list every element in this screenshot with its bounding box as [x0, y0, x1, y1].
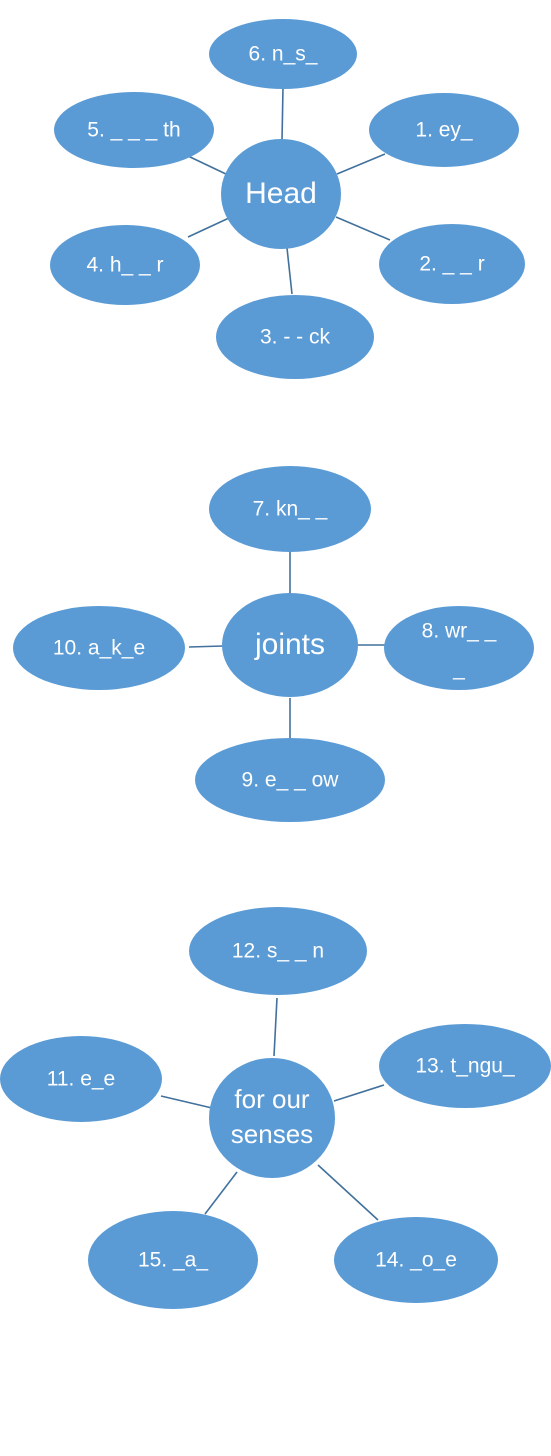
node-senses-12: 12. s_ _ n [189, 907, 367, 995]
node-joints-10: 10. a_k_e [13, 606, 185, 690]
node-label-wrap: _ [452, 658, 465, 681]
hub-senses: for our senses [209, 1058, 335, 1178]
mind-map-senses: 12. s_ _ n 11. e_e 13. t_ngu_ 15. _a_ 14… [0, 907, 551, 1309]
node-joints-8: 8. wr_ _ _ [384, 606, 534, 690]
hub-label: joints [254, 628, 325, 661]
node-label: 3. - - ck [260, 326, 331, 349]
node-joints-7: 7. kn_ _ [209, 466, 371, 552]
node-label: 4. h_ _ r [86, 254, 163, 277]
node-label: 1. ey_ [415, 119, 473, 142]
node-senses-14: 14. _o_e [334, 1217, 498, 1303]
node-head-4: 4. h_ _ r [50, 225, 200, 305]
node-senses-13: 13. t_ngu_ [379, 1024, 551, 1108]
node-label: 6. n_s_ [249, 43, 318, 66]
node-label: 12. s_ _ n [232, 940, 324, 963]
node-label: 15. _a_ [138, 1249, 208, 1272]
node-head-3: 3. - - ck [216, 295, 374, 379]
connector-senses-12 [273, 997, 278, 1057]
connector-head-5 [187, 155, 229, 176]
node-head-2: 2. _ _ r [379, 224, 525, 304]
node-joints-9: 9. e_ _ ow [195, 738, 385, 822]
node-label: 5. _ _ _ th [87, 119, 180, 142]
node-head-6: 6. n_s_ [209, 19, 357, 89]
connector-head-1 [336, 153, 386, 175]
mind-map-head: 6. n_s_ 5. _ _ _ th 1. ey_ 4. h_ _ r 2. … [50, 19, 525, 379]
hub-head: Head [221, 139, 341, 249]
connector-senses-14 [317, 1164, 379, 1221]
node-head-1: 1. ey_ [369, 93, 519, 167]
node-label: 13. t_ngu_ [415, 1055, 515, 1078]
connector-head-2 [335, 216, 391, 241]
connector-senses-13 [333, 1084, 385, 1102]
hub-joints: joints [222, 593, 358, 697]
node-label: 10. a_k_e [53, 637, 145, 660]
node-head-5: 5. _ _ _ th [54, 92, 214, 168]
node-senses-15: 15. _a_ [88, 1211, 258, 1309]
node-label: 7. kn_ _ [253, 498, 328, 521]
connector-joints-10 [188, 645, 224, 648]
connector-head-4 [187, 217, 230, 238]
connector-head-3 [286, 247, 293, 295]
mind-map-joints: 7. kn_ _ 10. a_k_e 8. wr_ _ _ 9. e_ _ ow… [13, 466, 534, 822]
hub-label: Head [245, 177, 317, 210]
hub-label-line-1: for our [234, 1084, 309, 1114]
hub-label-line-2: senses [231, 1119, 313, 1149]
connector-senses-11 [160, 1095, 213, 1109]
node-label: 14. _o_e [375, 1249, 457, 1272]
connector-head-6 [281, 87, 284, 141]
node-label: 9. e_ _ ow [242, 769, 340, 792]
node-label: 11. e_e [47, 1068, 116, 1091]
node-senses-11: 11. e_e [0, 1036, 162, 1122]
node-label: 2. _ _ r [419, 253, 484, 276]
connector-senses-15 [204, 1171, 238, 1215]
node-label: 8. wr_ _ [422, 620, 497, 643]
